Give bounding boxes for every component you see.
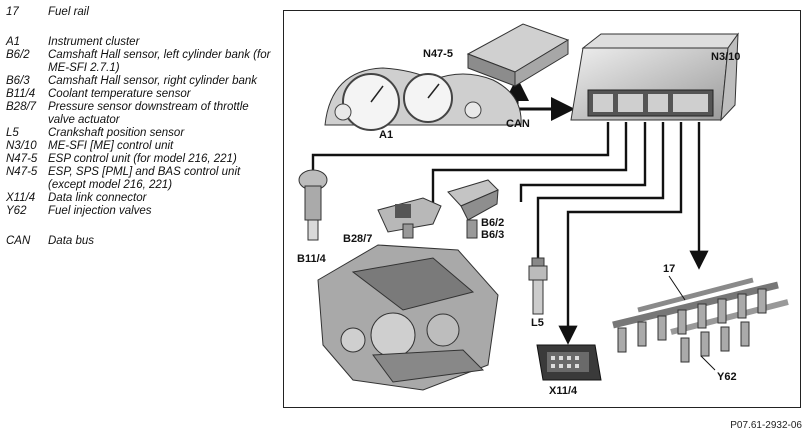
legend-desc: Pressure sensor downstream of throttle v… [48,101,249,126]
legend-desc: Instrument cluster [48,36,140,48]
legend-row: A1 Instrument cluster [6,36,276,49]
legend-code: B6/2 [6,49,30,61]
wiring-harness [311,122,709,345]
legend-desc: Fuel injection valves [48,205,152,217]
data-link-connector [536,344,602,381]
legend-row: N47-5 ESP, SPS [PML] and BAS control unit… [6,166,276,192]
label-b11-4: B11/4 [297,253,327,265]
legend-desc: Crankshaft position sensor [48,127,185,139]
legend-row: N47-5 ESP control unit (for model 216, 22… [6,153,276,166]
engine [317,244,499,391]
legend-row: B6/2 Camshaft Hall sensor, left cylinder … [6,49,276,75]
label-can: CAN [506,118,530,130]
legend-row: L5 Crankshaft position sensor [6,127,276,140]
y62-leader-line [700,355,716,371]
label-y62: Y62 [717,371,737,383]
instrument-cluster [324,67,522,131]
legend-desc: Camshaft Hall sensor, right cylinder ban… [48,75,258,87]
legend-row: B6/3 Camshaft Hall sensor, right cylinder… [6,75,276,88]
legend-code: X11/4 [6,192,36,204]
legend-code: N3/10 [6,140,37,152]
legend-desc: Fuel rail [48,6,89,18]
legend-desc: ESP control unit (for model 216, 221) [48,153,237,165]
rail-leader-line [668,275,686,301]
legend-row: Y62 Fuel injection valves [6,205,276,218]
legend-code: N47-5 [6,153,38,165]
legend-desc: Data link connector [48,192,147,204]
fuel-rail [612,277,789,335]
diagram-frame [283,10,801,408]
label-b28-7: B28/7 [343,233,372,245]
legend-code: B28/7 [6,101,37,113]
label-a1: A1 [379,129,393,141]
legend-code: 17 [6,6,19,18]
legend-desc: Data bus [48,235,95,247]
legend-desc: Camshaft Hall sensor, left cylinder bank… [48,49,271,74]
legend-row: B11/4 Coolant temperature sensor [6,88,276,101]
camshaft-hall-sensor [447,179,499,239]
legend-desc: ME-SFI [ME] control unit [48,140,174,152]
label-x11-4: X11/4 [549,385,578,397]
coolant-temperature-sensor [298,169,328,241]
label-n47-5: N47-5 [423,48,453,60]
label-l5: L5 [531,317,544,329]
me-sfi-control-unit [570,32,739,122]
legend-row: CAN Data bus [6,235,276,248]
label-b6-3: B6/3 [481,229,504,241]
esp-control-unit [466,23,570,87]
label-n3-10: N3/10 [711,51,740,63]
legend-code: A1 [6,36,21,48]
legend-code: L5 [6,127,19,139]
legend-row: B28/7 Pressure sensor downstream of throt… [6,101,276,127]
legend-row: X11/4 Data link connector [6,192,276,205]
legend-code: B11/4 [6,88,36,100]
pressure-sensor [377,197,442,239]
label-17: 17 [663,263,675,275]
figure-reference: P07.61-2932-06 [730,420,802,431]
legend-code: N47-5 [6,166,38,178]
legend-code: B6/3 [6,75,30,87]
legend-row: 17 Fuel rail [6,6,276,19]
legend-code: Y62 [6,205,27,217]
legend-code: CAN [6,235,31,247]
fuel-injection-valves [617,288,767,363]
label-b6-2: B6/2 [481,217,504,229]
legend-row: N3/10 ME-SFI [ME] control unit [6,140,276,153]
legend-desc: ESP, SPS [PML] and BAS control unit (exc… [48,166,241,191]
legend-desc: Coolant temperature sensor [48,88,191,100]
crankshaft-position-sensor [528,257,548,315]
wiring-diagram: N47-5 N3/10 A1 CAN B28/7 B6/2 B6/3 B11/4… [297,23,789,397]
